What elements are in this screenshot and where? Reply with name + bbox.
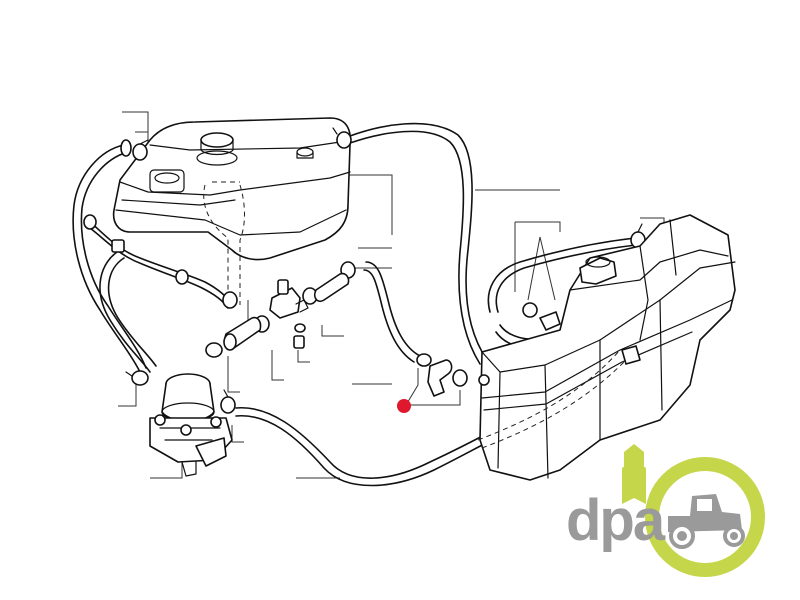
leader-line [527, 236, 541, 301]
wheat-icon [622, 444, 646, 504]
sealing-washer [294, 323, 306, 333]
hose-sleeve-end [223, 333, 237, 351]
leader-line [118, 380, 137, 407]
hose-clamp [220, 389, 236, 414]
main-tank-filler-cap [585, 256, 611, 268]
loop-hose [99, 249, 151, 373]
pump-bolt [180, 424, 192, 436]
fuel-tap-body [269, 287, 301, 319]
hose-clamp [452, 369, 468, 387]
hose-clamp [125, 370, 149, 386]
main-fuel-tank [477, 214, 736, 481]
aux-tank-body [112, 117, 352, 261]
fuel-tap-outlet [295, 299, 309, 313]
leader-line [227, 356, 240, 393]
return-hose-left-outer [80, 151, 147, 369]
hose-clamp [205, 342, 223, 358]
filler-cap [200, 132, 234, 148]
pump-lever [195, 437, 227, 467]
tank-outlet-fitting [539, 311, 561, 331]
loop-hose-outer [107, 257, 157, 367]
main-tank-body [479, 214, 736, 481]
logo-wordmark: dpa [566, 488, 666, 553]
feed-hose-bottom [235, 407, 491, 479]
filter-hose-piece [313, 272, 350, 303]
fuel-lift-pump [149, 373, 233, 477]
dpa-logo: dpa [566, 444, 765, 577]
hoses [72, 122, 637, 487]
tractor-icon [668, 494, 745, 549]
filler-neck [196, 150, 238, 166]
fuel-tap-lever [277, 279, 289, 295]
hose-clamp [332, 127, 352, 149]
return-hose-left [72, 144, 141, 373]
aux-tank-hidden-outline-2 [239, 184, 245, 305]
leader-line [346, 174, 393, 235]
banjo-bolt [293, 335, 305, 349]
tank-supply-hose-inner [495, 244, 637, 313]
main-tank-ridge-2 [659, 299, 663, 411]
main-tank-hidden-pipe-2 [481, 357, 629, 449]
tank-sender-top [154, 172, 180, 184]
tank-outlet-fitting [621, 345, 641, 365]
leader-line [122, 111, 149, 150]
main-tank-seam [544, 364, 549, 479]
hose-clamp [416, 353, 432, 367]
pump-bolt [154, 414, 166, 426]
leader-line [539, 236, 556, 301]
hose-clamp [222, 291, 238, 309]
leader-line [515, 221, 561, 232]
aux-tank-ridge [149, 141, 341, 151]
hose-clamp [522, 302, 538, 318]
filler-cap-side [200, 139, 234, 156]
vent-hose-top [349, 122, 488, 361]
main-tank-filler [579, 257, 617, 285]
pump-bolt [210, 416, 222, 428]
hose-clamp [111, 239, 125, 253]
fuel-filter-assembly [223, 272, 350, 351]
hose-clamp [83, 214, 97, 230]
hose-clamp [120, 139, 149, 161]
injector-leak-pipe [87, 219, 233, 306]
tank-sender-unit [149, 169, 185, 193]
pump-lever-arm [181, 461, 197, 477]
main-tank-band [481, 299, 733, 399]
feed-hose-bottom-inner [235, 415, 493, 487]
main-tank-strap-2 [669, 219, 677, 276]
auxiliary-fuel-tank [112, 117, 352, 305]
leader-line [271, 350, 284, 381]
filter-outlet-hose-inner [363, 269, 415, 363]
leader-line [150, 460, 183, 479]
main-tank-front-edge [497, 371, 501, 469]
tank-supply-hose [487, 237, 636, 313]
hose-clamp [175, 269, 189, 285]
leader-line [321, 325, 344, 337]
main-tank-upper-step [569, 249, 729, 291]
vent-hose-top-inner [349, 130, 481, 365]
leader-line [231, 425, 244, 443]
filter-outlet-hose [365, 261, 421, 357]
elbow-fitting [427, 359, 453, 397]
aux-tank-rim [121, 199, 236, 206]
aux-tank-lower-line [115, 209, 347, 236]
main-tank-strap [639, 245, 649, 341]
main-tank-hidden-pipe [477, 349, 621, 441]
aux-tank-fitting-stem [296, 151, 314, 159]
aux-tank-edge [119, 171, 351, 196]
leader-line [297, 350, 310, 363]
tank-drain-plug [478, 374, 490, 386]
red-dot-icon [397, 399, 411, 413]
